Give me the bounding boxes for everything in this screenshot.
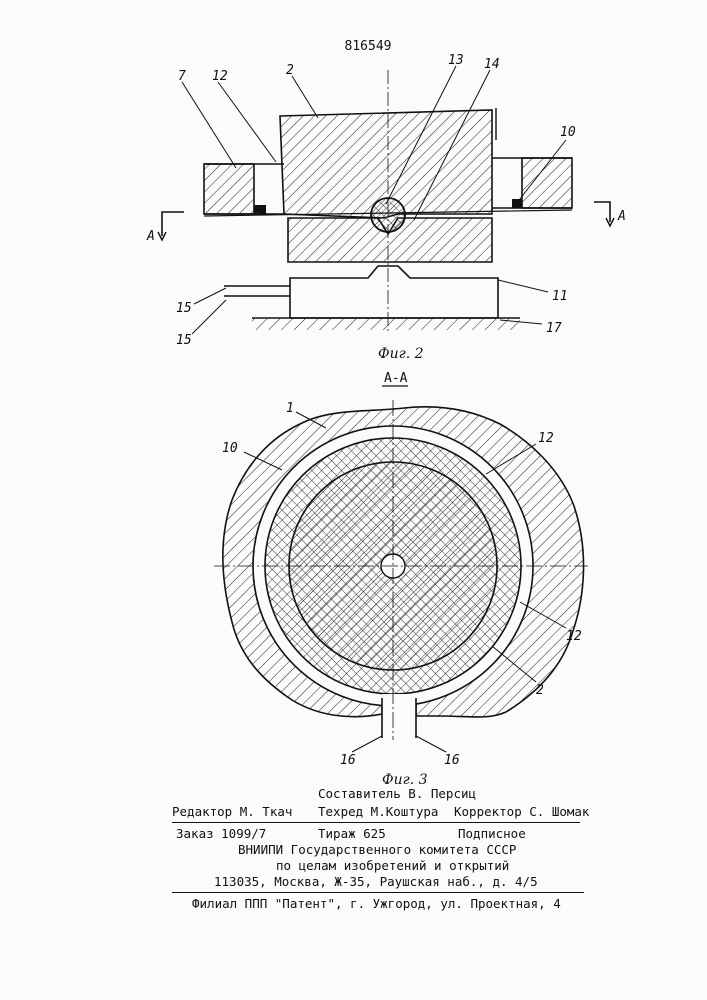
fig2-caption: Фиг. 2	[378, 346, 424, 362]
outlet-channel	[382, 694, 416, 738]
label-10: 10	[560, 125, 576, 140]
label-15-lower: 15	[176, 333, 192, 348]
section-title: A-A	[384, 371, 408, 386]
section-marker-left: A	[146, 229, 155, 244]
left-housing	[204, 164, 254, 214]
fig3-label-12-right: 12	[566, 629, 582, 644]
org-line-1: ВНИИПИ Государственного комитета СССР	[238, 842, 516, 857]
label-15-upper: 15	[176, 301, 192, 316]
fig3-label-12-top: 12	[538, 431, 554, 446]
fig3-label-10: 10	[222, 441, 238, 456]
label-14: 14	[484, 57, 500, 72]
tech-editor-line: Техред М.Коштура	[318, 804, 438, 819]
label-7: 7	[178, 69, 186, 84]
circulation-line: Тираж 625	[318, 826, 386, 841]
label-2: 2	[286, 63, 294, 78]
patent-number: 816549	[345, 39, 392, 54]
figure-3: A-A 1 10 12 12 2	[214, 371, 588, 788]
fig3-label-16-right: 16	[444, 753, 460, 768]
figure-2: A A 7 12 2 13 14 10 15 15 11 17 Фиг. 2	[146, 53, 626, 362]
left-seal-block	[254, 205, 266, 214]
order-line: Заказ 1099/7	[176, 826, 266, 841]
section-marker-right: A	[617, 209, 626, 224]
fig3-label-2: 2	[536, 683, 544, 698]
label-12: 12	[212, 69, 228, 84]
fig3-label-16-left: 16	[340, 753, 356, 768]
subscription-line: Подписное	[458, 826, 526, 841]
support-table	[290, 266, 498, 318]
divider-top	[172, 822, 580, 823]
org-line-2: по целам изобретений и открытий	[276, 858, 509, 873]
corrector-line: Корректор С. Шомак	[454, 804, 589, 819]
base-plate	[252, 318, 520, 330]
compiler-line: Составитель В. Персиц	[318, 786, 476, 801]
label-17: 17	[546, 321, 562, 336]
fig3-label-1: 1	[286, 401, 294, 416]
label-11: 11	[552, 289, 568, 304]
address-line: 113035, Москва, Ж-35, Раушская наб., д. …	[214, 874, 538, 889]
right-housing	[522, 158, 572, 208]
divider-bottom	[172, 892, 584, 893]
editor-line: Редактор М. Ткач	[172, 804, 292, 819]
label-13: 13	[448, 53, 464, 68]
branch-line: Филиал ППП "Патент", г. Ужгород, ул. Про…	[192, 896, 561, 911]
